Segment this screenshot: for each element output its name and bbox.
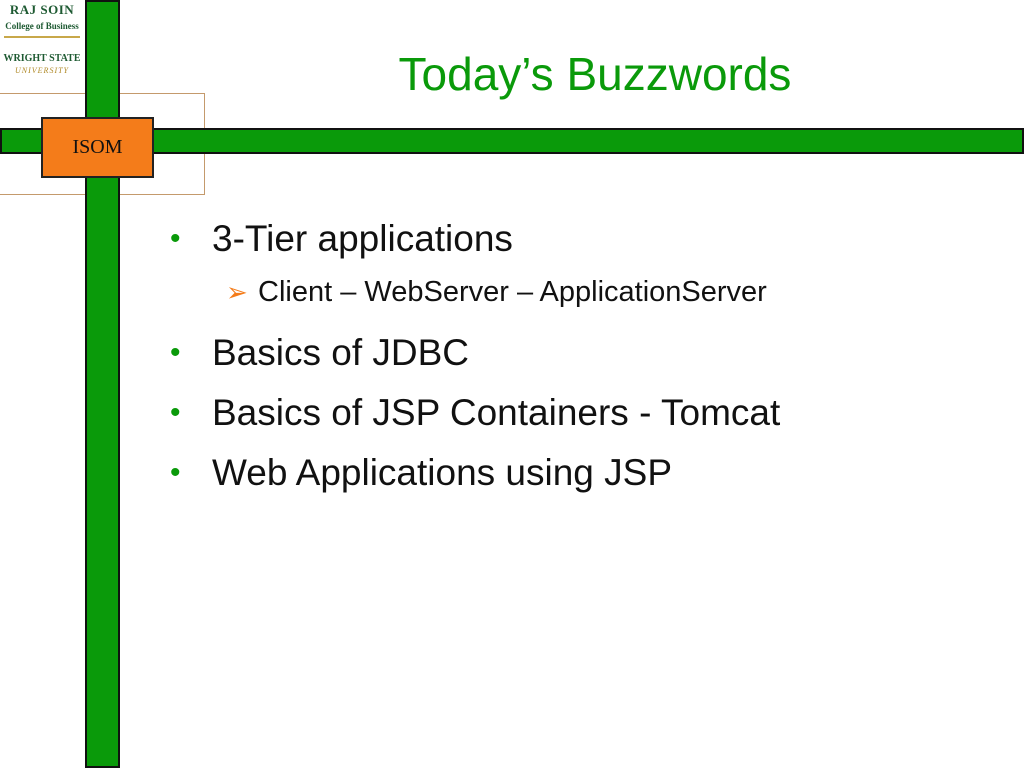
logo-line-3: WRIGHT STATE bbox=[3, 53, 81, 64]
bullet-item-4: • Web Applications using JSP bbox=[170, 448, 1000, 498]
bullet-item-2: • Basics of JDBC bbox=[170, 328, 1000, 378]
university-logo: RAJ SOIN College of Business WRIGHT STAT… bbox=[0, 0, 84, 92]
bullet-list: • 3-Tier applications ➢ Client – WebServ… bbox=[170, 214, 1000, 498]
logo-divider bbox=[4, 36, 80, 38]
logo-line-4: UNIVERSITY bbox=[15, 66, 69, 75]
bullet-dot-icon: • bbox=[170, 456, 181, 489]
sub-bullet-item-1: ➢ Client – WebServer – ApplicationServer bbox=[170, 272, 1000, 312]
bullet-dot-icon: • bbox=[170, 396, 181, 429]
isom-badge: ISOM bbox=[41, 117, 154, 178]
bullet-text: Basics of JDBC bbox=[212, 332, 470, 373]
logo-line-2: College of Business bbox=[5, 21, 79, 31]
bullet-text: Basics of JSP Containers - Tomcat bbox=[212, 392, 781, 433]
isom-badge-label: ISOM bbox=[72, 136, 123, 158]
slide-title: Today’s Buzzwords bbox=[398, 48, 792, 100]
arrow-bullet-icon: ➢ bbox=[226, 277, 248, 307]
green-bar-vertical bbox=[85, 0, 120, 768]
sub-bullet-text: Client – WebServer – ApplicationServer bbox=[258, 276, 767, 308]
bullet-text: 3-Tier applications bbox=[212, 218, 513, 259]
bullet-dot-icon: • bbox=[170, 336, 181, 369]
bullet-item-3: • Basics of JSP Containers - Tomcat bbox=[170, 388, 1000, 438]
logo-line-1: RAJ SOIN bbox=[9, 2, 75, 17]
bullet-dot-icon: • bbox=[170, 222, 181, 255]
bullet-text: Web Applications using JSP bbox=[212, 452, 673, 493]
green-bar-horizontal bbox=[0, 128, 1024, 154]
bullet-item-1: • 3-Tier applications bbox=[170, 214, 1000, 264]
